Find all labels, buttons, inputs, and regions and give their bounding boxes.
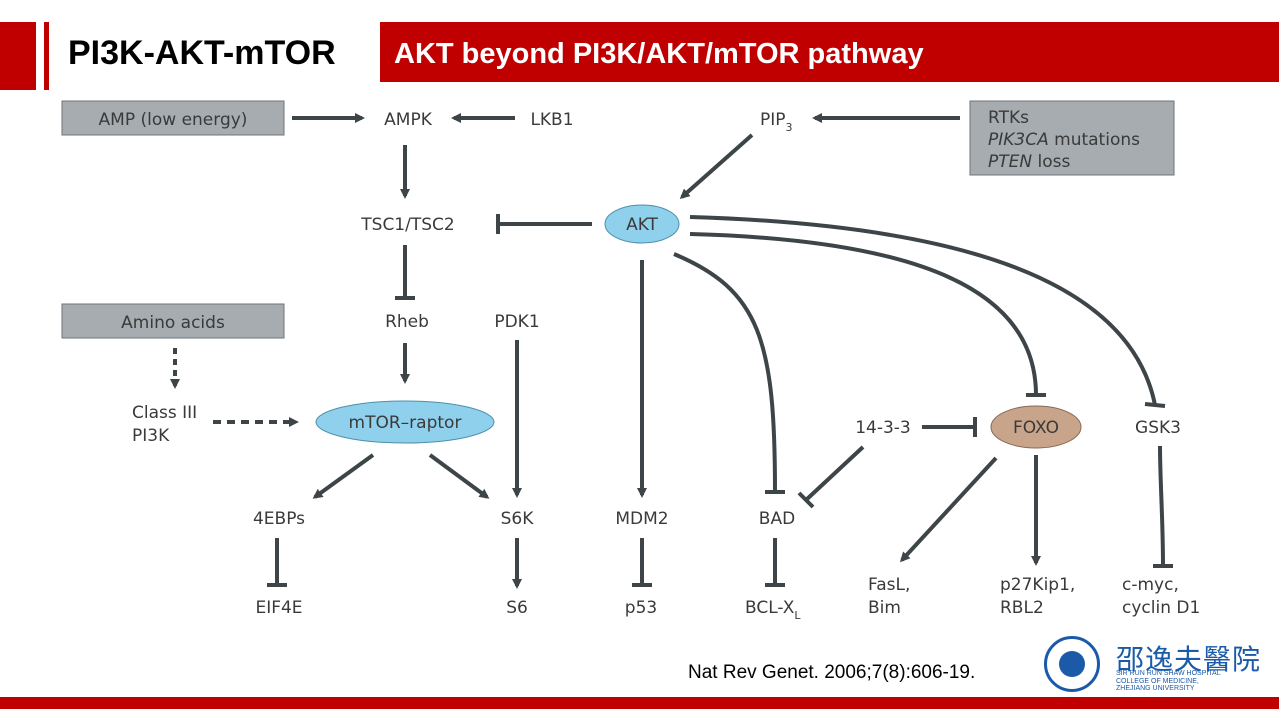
edge-akt-gsk3 xyxy=(689,215,1166,408)
slide-title: AKT beyond PI3K/AKT/mTOR pathway xyxy=(394,38,924,70)
edge-pip3-akt xyxy=(679,133,754,199)
hospital-logo: 邵逸夫醫院 SIR RUN RUN SHAW HOSPITAL COLLEGE … xyxy=(1044,636,1270,694)
edge-1433-foxo xyxy=(922,417,977,437)
edge-akt-tsc xyxy=(496,214,592,234)
node-pdk1: PDK1 xyxy=(494,312,539,332)
section-title: PI3K-AKT-mTOR xyxy=(68,34,336,72)
node-tsc: TSC1/TSC2 xyxy=(360,215,454,235)
node-pip3: PIP3 xyxy=(760,110,793,134)
node-bclx: BCL-XL xyxy=(745,598,801,622)
hospital-name-en: SIR RUN RUN SHAW HOSPITAL COLLEGE OF MED… xyxy=(1116,670,1221,692)
node-class3-line1: Class III xyxy=(132,403,197,423)
mtor-raptor-node xyxy=(315,400,495,444)
edge-4ebps-eif4e xyxy=(267,538,287,587)
hospital-seal-icon xyxy=(1044,636,1100,692)
node-fasl-line2: Bim xyxy=(868,598,901,618)
citation: Nat Rev Genet. 2006;7(8):606-19. xyxy=(688,662,976,683)
edge-mtor-4ebps xyxy=(312,453,375,499)
foxo-node xyxy=(990,405,1082,449)
amino-acids-box xyxy=(61,303,285,339)
node-class3-line2: PI3K xyxy=(132,426,170,446)
node-amino-acids: Amino acids xyxy=(121,313,225,333)
node-14-3-3: 14-3-3 xyxy=(855,418,911,438)
bottom-accent-bar xyxy=(0,697,1279,709)
edge-mtor-s6k xyxy=(428,453,490,499)
title-bar: AKT beyond PI3K/AKT/mTOR pathway xyxy=(380,22,1279,82)
node-rtks: RTKs xyxy=(988,108,1029,128)
node-s6k: S6K xyxy=(501,509,535,529)
node-p27-line1: p27Kip1, xyxy=(1000,575,1075,595)
node-p53: p53 xyxy=(625,598,657,618)
node-pten: PTEN loss xyxy=(988,152,1070,172)
edge-akt-foxo xyxy=(689,232,1046,397)
node-p27-line2: RBL2 xyxy=(1000,598,1044,618)
node-bad: BAD xyxy=(759,509,795,529)
rtks-box xyxy=(969,100,1175,176)
node-cmyc-line1: c-myc, xyxy=(1122,575,1179,595)
node-lkb1: LKB1 xyxy=(530,110,573,130)
hospital-name-cn: 邵逸夫醫院 xyxy=(1116,643,1262,676)
edge-akt-bad xyxy=(673,252,785,494)
left-accent-line xyxy=(44,22,49,90)
akt-node xyxy=(604,204,680,244)
node-foxo: FOXO xyxy=(1013,418,1059,438)
amp-box xyxy=(61,100,285,136)
node-ampk: AMPK xyxy=(384,110,433,130)
node-s6: S6 xyxy=(506,598,528,618)
node-mdm2: MDM2 xyxy=(615,509,668,529)
node-mtor-raptor: mTOR–raptor xyxy=(349,413,462,433)
node-pik3ca: PIK3CA mutations xyxy=(988,130,1140,150)
node-fasl-line1: FasL, xyxy=(868,575,910,595)
edge-bad-bclx xyxy=(765,538,785,587)
edge-gsk3-cmyc xyxy=(1153,445,1173,568)
edge-mdm2-p53 xyxy=(632,538,652,587)
node-amp: AMP (low energy) xyxy=(99,110,248,130)
edge-foxo-fasl xyxy=(899,456,998,563)
left-accent-bar xyxy=(0,22,36,90)
node-4ebps: 4EBPs xyxy=(253,509,305,529)
edge-tsc-rheb xyxy=(395,245,415,300)
node-gsk3: GSK3 xyxy=(1135,418,1181,438)
node-akt: AKT xyxy=(626,215,658,235)
edge-1433-bad xyxy=(797,445,865,509)
node-cmyc-line2: cyclin D1 xyxy=(1122,598,1200,618)
node-eif4e: EIF4E xyxy=(255,598,302,618)
node-rheb: Rheb xyxy=(385,312,429,332)
